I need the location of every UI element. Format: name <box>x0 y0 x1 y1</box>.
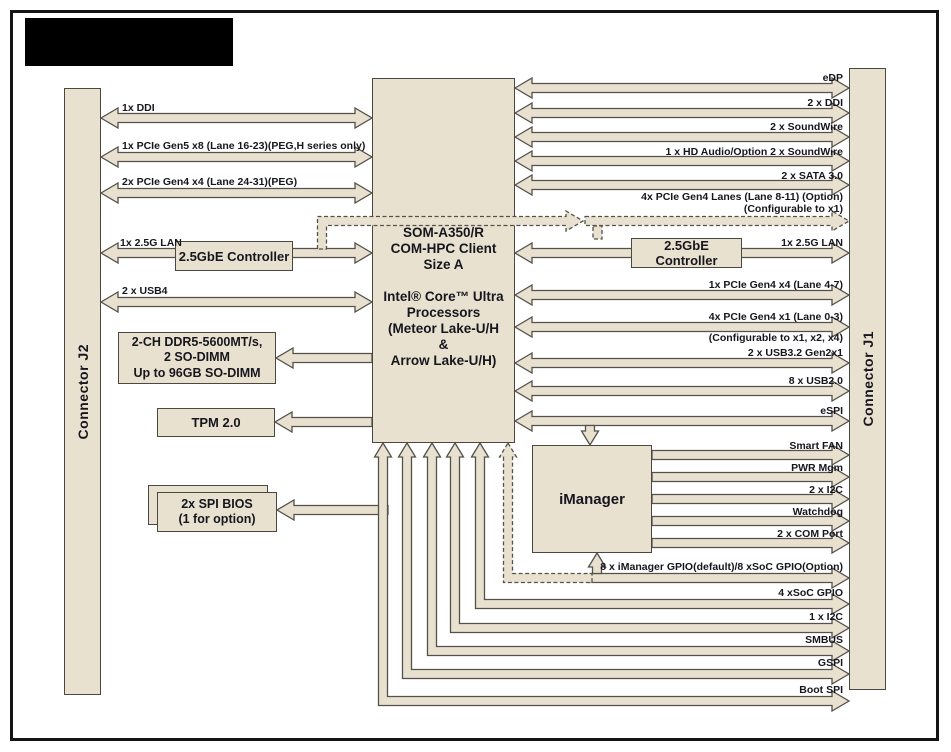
connector-j2-label: Connector J2 <box>74 343 91 440</box>
bus-label-i2c-1x: 1 x I2C <box>809 611 843 623</box>
bus-label-pcie-option: 4x PCIe Gen4 Lanes (Lane 8-11) (Option) … <box>641 191 843 215</box>
bus-label-ddi-right: 2 x DDI <box>807 97 843 109</box>
bus-label-usb4-left: 2 x USB4 <box>122 285 168 297</box>
bus-label-watchdog: Watchdog <box>792 506 843 518</box>
bus-label-soundwire: 2 x SoundWire <box>770 121 843 133</box>
ddr-memory-block: 2-CH DDR5-5600MT/s, 2 SO-DIMM Up to 96GB… <box>118 332 276 384</box>
bus-label-smart-fan: Smart FAN <box>789 440 843 452</box>
bus-label-pcie-gen4-left: 2x PCIe Gen4 x4 (Lane 24-31)(PEG) <box>122 176 298 188</box>
bus-label-lan-right: 1x 2.5G LAN <box>781 237 843 249</box>
bus-label-pcie-g4x4-right: 1x PCIe Gen4 x4 (Lane 4-7) <box>708 279 843 291</box>
bus-label-boot-spi: Boot SPI <box>799 684 843 696</box>
connector-j1-label: Connector J1 <box>859 331 876 427</box>
bus-label-usb32: 2 x USB3.2 Gen2x1 <box>747 347 843 359</box>
bus-label-pcie-gen5-left: 1x PCIe Gen5 x8 (Lane 16-23)(PEG,H serie… <box>122 140 366 152</box>
bus-label-lan-left: 1x 2.5G LAN <box>120 237 182 249</box>
connector-j1-bar: Connector J1 <box>849 68 886 690</box>
cpu-module-block: SOM-A350/R COM-HPC Client Size A Intel® … <box>372 78 515 443</box>
bus-label-smbus: SMBUS <box>805 634 843 646</box>
imanager-block: iManager <box>532 445 652 553</box>
bus-label-sata: 2 x SATA 3.0 <box>781 170 843 182</box>
cpu-module-label: SOM-A350/R COM-HPC Client Size A Intel® … <box>383 225 504 368</box>
bus-label-ddi-left: 1x DDI <box>122 102 155 114</box>
bus-label-gpio8: 8 x iManager GPIO(default)/8 xSoC GPIO(O… <box>600 561 843 573</box>
bus-label-pcie-g4x1-config: (Configurable to x1, x2, x4) <box>708 332 843 344</box>
bus-label-gpio4: 4 xSoC GPIO <box>778 587 843 599</box>
bus-label-espi: eSPI <box>820 405 843 417</box>
logo-redacted-box <box>25 18 233 66</box>
bus-label-edp: eDP <box>822 72 843 84</box>
spi-bios-block: 2x SPI BIOS (1 for option) <box>157 492 277 532</box>
bus-label-pwr-mgm: PWR Mgm <box>791 462 843 474</box>
tpm-block: TPM 2.0 <box>157 408 275 437</box>
connector-j2-bar: Connector J2 <box>64 88 101 695</box>
gbe-controller-right-block: 2.5GbE Controller <box>631 238 742 268</box>
bus-label-com-port: 2 x COM Port <box>777 528 843 540</box>
bus-label-usb20: 8 x USB2.0 <box>788 375 843 387</box>
bus-label-pcie-g4x1-right: 4x PCIe Gen4 x1 (Lane 0-3) <box>708 311 843 323</box>
bus-label-gspi: GSPI <box>817 657 843 669</box>
bus-label-hd-audio: 1 x HD Audio/Option 2 x SoundWire <box>665 146 843 158</box>
bus-label-i2c-2x: 2 x I2C <box>809 484 843 496</box>
gbe-controller-left-block: 2.5GbE Controller <box>175 241 293 271</box>
